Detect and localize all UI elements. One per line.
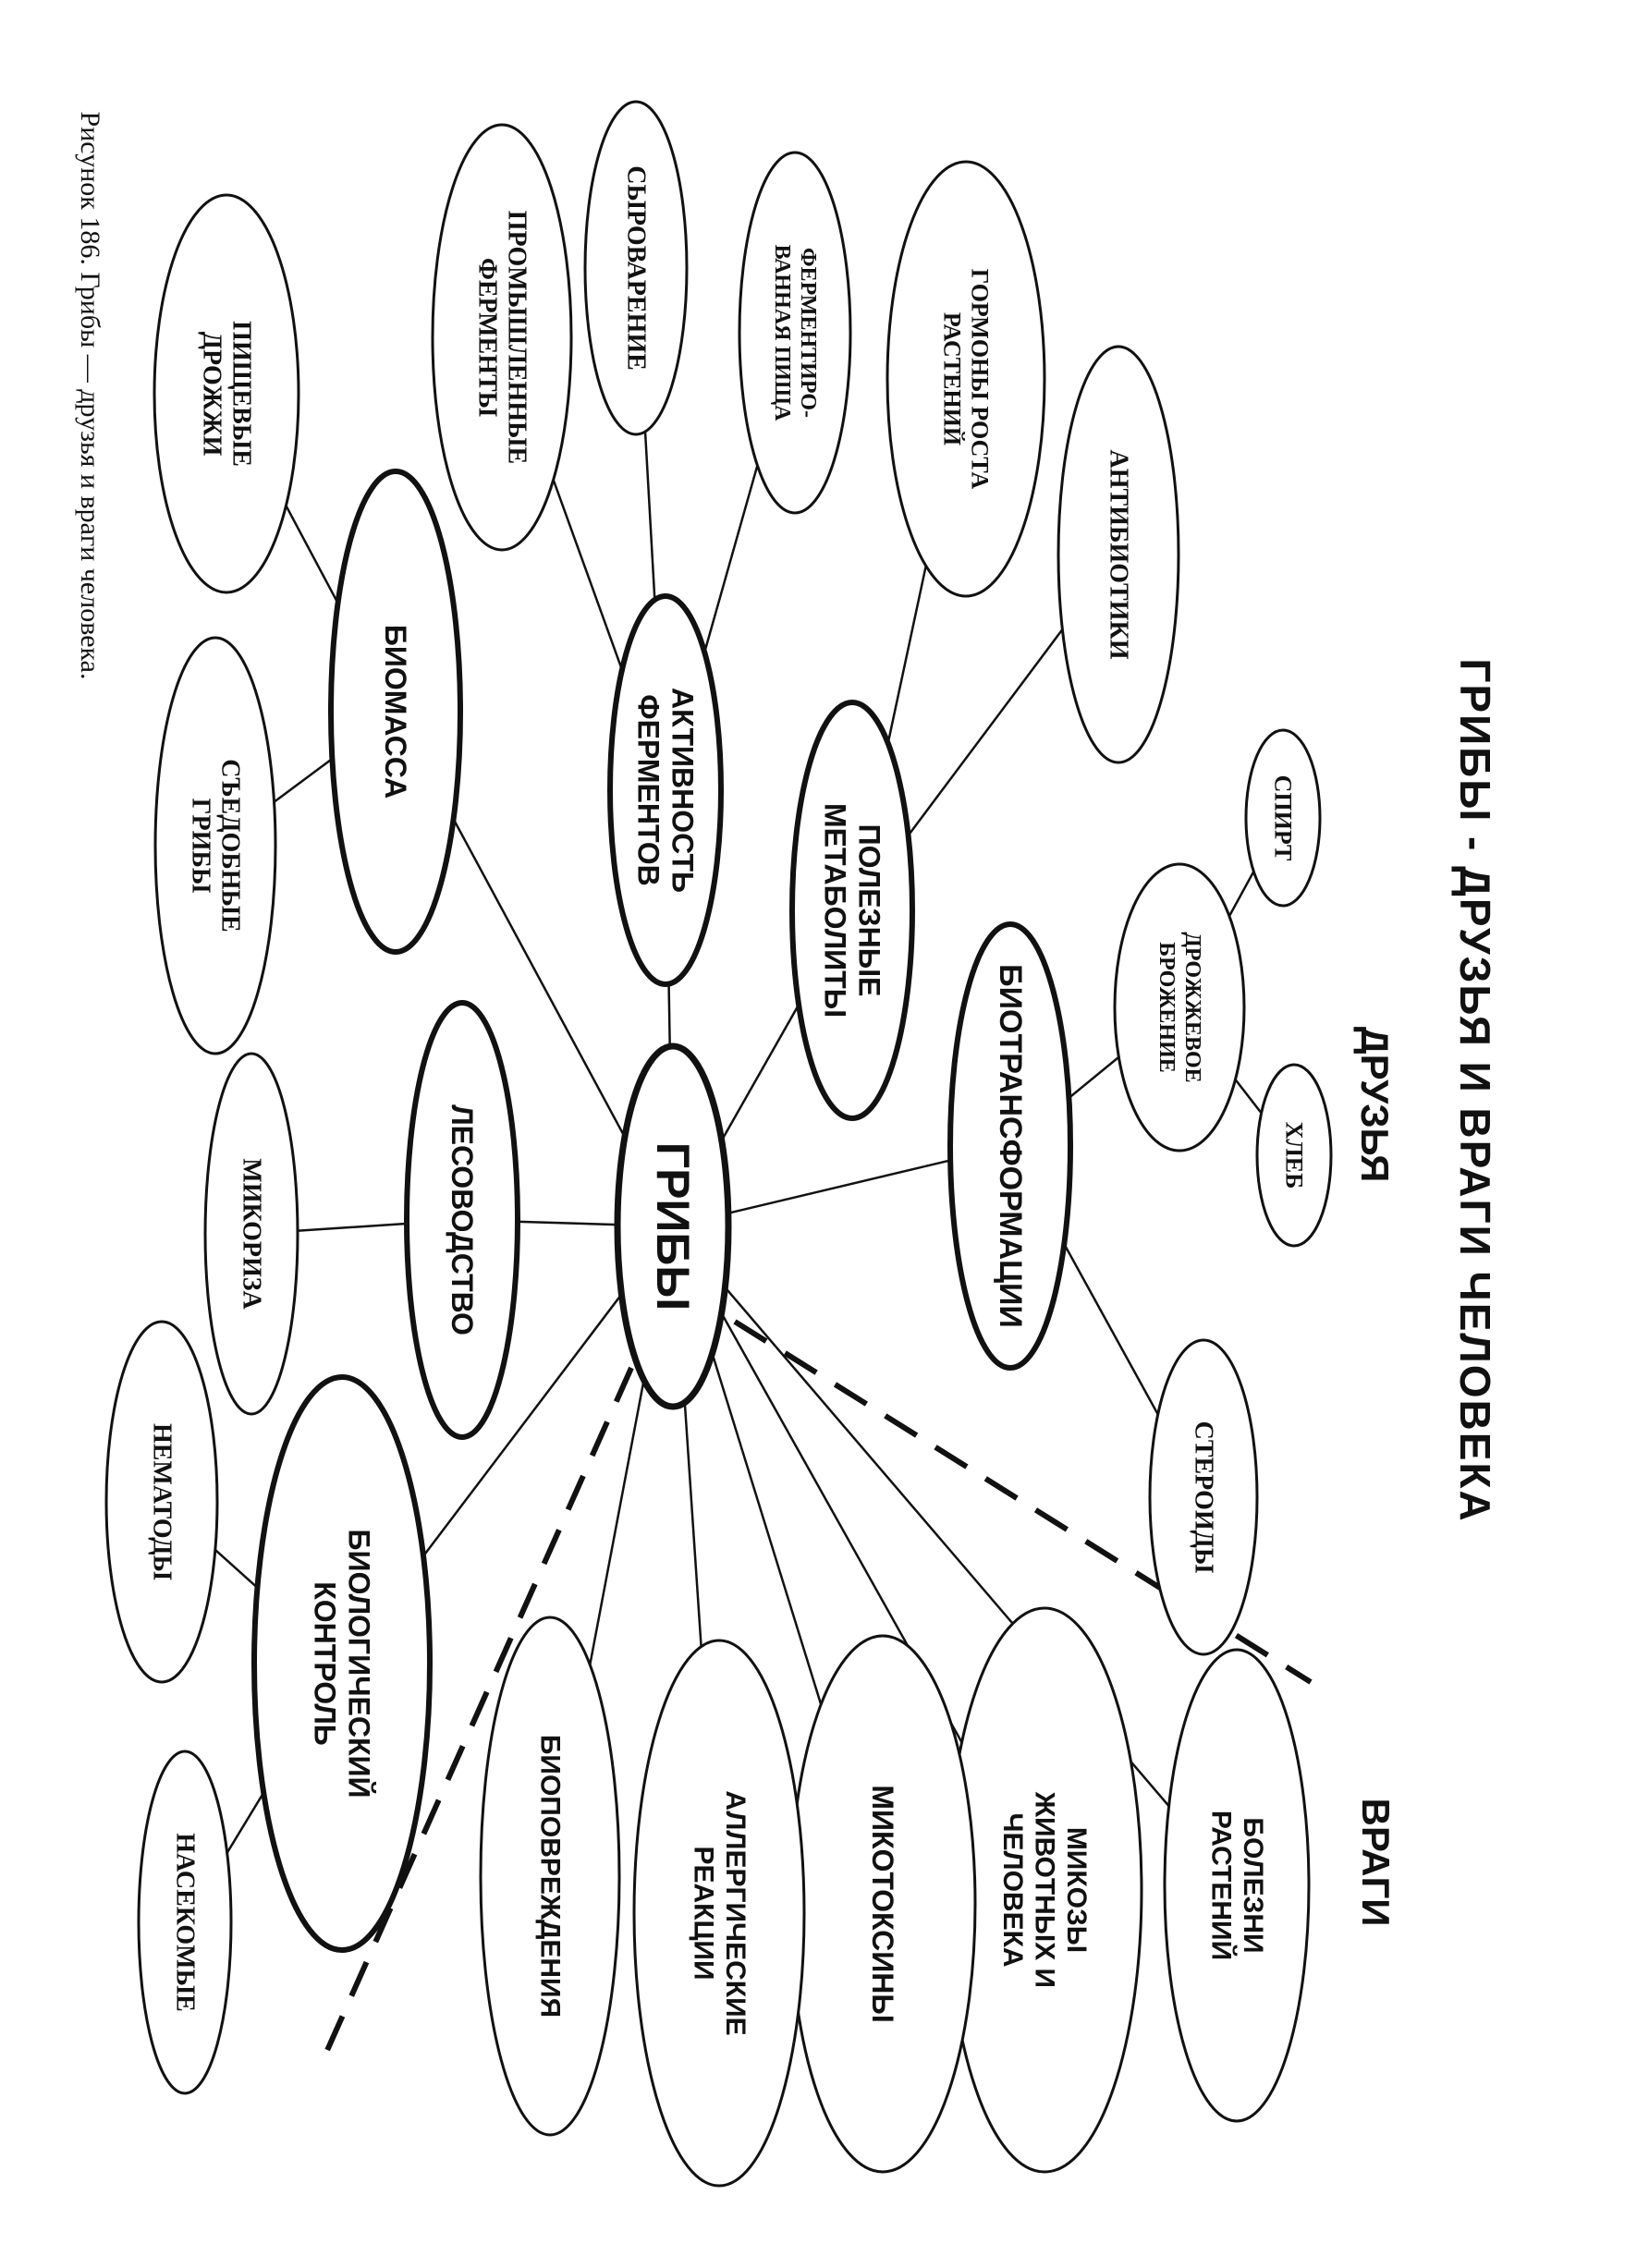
node-metabolites-label: МЕТАБОЛИТЫ xyxy=(819,803,852,1018)
node-forestry: ЛЕСОВОДСТВО xyxy=(404,1000,520,1440)
enemies-label: ВРАГИ xyxy=(1354,1799,1398,1927)
node-biomass: БИОМАССА xyxy=(328,469,463,955)
node-spirit-ellipse xyxy=(1244,728,1322,908)
node-griby-ellipse xyxy=(614,1043,732,1410)
node-biomass-ellipse xyxy=(328,469,463,955)
node-mycotoxins-label: МИКОТОКСИНЫ xyxy=(866,1785,899,2022)
node-allergy-label: РЕАКЦИИ xyxy=(688,1846,718,1980)
node-mycoses-label: ЖИВОТНЫХ И xyxy=(1030,1791,1060,1988)
node-hormones-label: РАСТЕНИЙ xyxy=(939,312,966,445)
node-mycorrhiza-label: МИКОРИЗА xyxy=(238,1158,266,1310)
node-biomass-label: БИОМАССА xyxy=(379,625,412,799)
figure-caption: Рисунок 186. Грибы — друзья и враги чело… xyxy=(75,112,105,680)
node-hormones-label: ГОРМОНЫ РОСТА xyxy=(966,269,993,490)
node-yeast_ferm-label: ДРОЖЖЕВОЕ xyxy=(1180,932,1204,1082)
node-cheese: СЫРОВАРЕНИЕ xyxy=(583,100,689,436)
node-steroids: СТЕРОИДЫ xyxy=(1148,1338,1259,1656)
node-yeast_ferm-ellipse xyxy=(1113,862,1246,1152)
node-fermented_food-ellipse xyxy=(738,151,852,515)
node-plant_disease-ellipse xyxy=(1163,1648,1311,2123)
node-insects: НАСЕКОМЫЕ xyxy=(137,1750,233,2095)
node-antibiotics-label: АНТИБИОТИКИ xyxy=(1105,449,1133,659)
node-cheese-ellipse xyxy=(583,100,689,436)
node-plant_disease-label: БОЛЕЗНИ xyxy=(1238,1817,1268,1953)
node-yeast_ferm-label: БРОЖЕНИЕ xyxy=(1154,942,1179,1073)
node-griby: ГРИБЫ xyxy=(614,1043,732,1410)
labels-layer: ГРИБЫ - ДРУЗЬЯ И ВРАГИ ЧЕЛОВЕКА ДРУЗЬЯ В… xyxy=(75,112,1499,1927)
node-allergy-ellipse xyxy=(632,1639,806,2188)
node-nematodes-label: НЕМАТОДЫ xyxy=(148,1423,177,1581)
node-steroids-ellipse xyxy=(1148,1338,1259,1656)
node-biodamage-ellipse xyxy=(479,1616,621,2137)
node-mycoses-label: ЧЕЛОВЕКА xyxy=(997,1812,1028,1967)
node-enzymes-ellipse xyxy=(607,593,724,987)
node-biocontrol-label: БИОЛОГИЧЕСКИЙ xyxy=(342,1529,375,1798)
node-antibiotics-ellipse xyxy=(1057,345,1180,764)
node-industrial_enz-label: ФЕРМЕНТЫ xyxy=(472,258,501,418)
node-steroids-label: СТЕРОИДЫ xyxy=(1190,1421,1218,1574)
node-mycotoxins: МИКОТОКСИНЫ xyxy=(788,1634,977,2174)
node-food_yeast-ellipse xyxy=(153,193,300,594)
node-forestry-label: ЛЕСОВОДСТВО xyxy=(446,1104,479,1335)
node-industrial_enz-label: ПРОМЫШЛЕННЫЕ xyxy=(503,211,531,464)
node-allergy-label: АЛЛЕРГИЧЕСКИЕ xyxy=(720,1790,751,2035)
diagram-title: ГРИБЫ - ДРУЗЬЯ И ВРАГИ ЧЕЛОВЕКА xyxy=(1451,658,1499,1522)
node-edible-label: ГРИБЫ xyxy=(186,799,214,894)
node-hormones-ellipse xyxy=(886,160,1046,598)
node-biotrans-ellipse xyxy=(947,921,1073,1371)
node-enzymes-label: ФЕРМЕНТОВ xyxy=(632,694,666,885)
node-food_yeast-label: ПИЩЕВЫЕ xyxy=(227,321,256,467)
node-edible-ellipse xyxy=(153,636,277,1055)
node-bread-label: ХЛЕБ xyxy=(1281,1122,1308,1189)
node-metabolites-label: ПОЛЕЗНЫЕ xyxy=(852,824,886,997)
node-nematodes: НЕМАТОДЫ xyxy=(104,1320,219,1684)
node-food_yeast-label: ДРОЖЖИ xyxy=(197,332,226,457)
node-biocontrol-label: КОНТРОЛЬ xyxy=(309,1581,342,1746)
node-insects-label: НАСЕКОМЫЕ xyxy=(171,1833,200,2011)
node-fermented_food-label: ФЕРМЕНТИРО- xyxy=(796,248,820,418)
node-edible-label: СЪЕДОБНЫЕ xyxy=(216,759,245,932)
node-insects-ellipse xyxy=(137,1750,233,2095)
node-industrial_enz-ellipse xyxy=(431,123,573,552)
node-nematodes-ellipse xyxy=(104,1320,219,1684)
node-spirit: СПИРТ xyxy=(1244,728,1322,908)
node-bread-ellipse xyxy=(1255,1063,1333,1248)
node-forestry-ellipse xyxy=(404,1000,520,1440)
node-mycorrhiza-ellipse xyxy=(203,1052,299,1416)
node-griby-label: ГРИБЫ xyxy=(647,1142,699,1311)
edge-griby-plant_disease xyxy=(672,1225,1238,1886)
node-mycoses-label: МИКОЗЫ xyxy=(1061,1827,1092,1953)
node-antibiotics: АНТИБИОТИКИ xyxy=(1057,345,1180,764)
node-cheese-label: СЫРОВАРЕНИЕ xyxy=(622,165,651,371)
node-biodamage: БИОПОВРЕЖДЕНИЯ xyxy=(479,1616,621,2137)
node-fermented_food-label: ВАННАЯ ПИЩА xyxy=(770,245,794,422)
node-metabolites-ellipse xyxy=(789,700,915,1121)
node-mycorrhiza: МИКОРИЗА xyxy=(203,1052,299,1416)
node-bread: ХЛЕБ xyxy=(1255,1063,1333,1248)
node-biotrans-label: БИОТРАНСФОРМАЦИИ xyxy=(993,964,1028,1328)
friends-label: ДРУЗЬЯ xyxy=(1353,1027,1397,1183)
node-biotrans: БИОТРАНСФОРМАЦИИ xyxy=(947,921,1073,1371)
node-plant_disease-label: РАСТЕНИЙ xyxy=(1205,1811,1237,1960)
separator-dashed-line-bottom xyxy=(323,1366,634,2056)
node-fermented_food: ФЕРМЕНТИРО-ВАННАЯ ПИЩА xyxy=(738,151,852,515)
node-spirit-label: СПИРТ xyxy=(1270,775,1297,861)
node-biocontrol-ellipse xyxy=(251,1374,433,1953)
node-enzymes-label: АКТИВНОСТЬ xyxy=(666,688,699,893)
node-biodamage-label: БИОПОВРЕЖДЕНИЯ xyxy=(535,1735,566,2018)
